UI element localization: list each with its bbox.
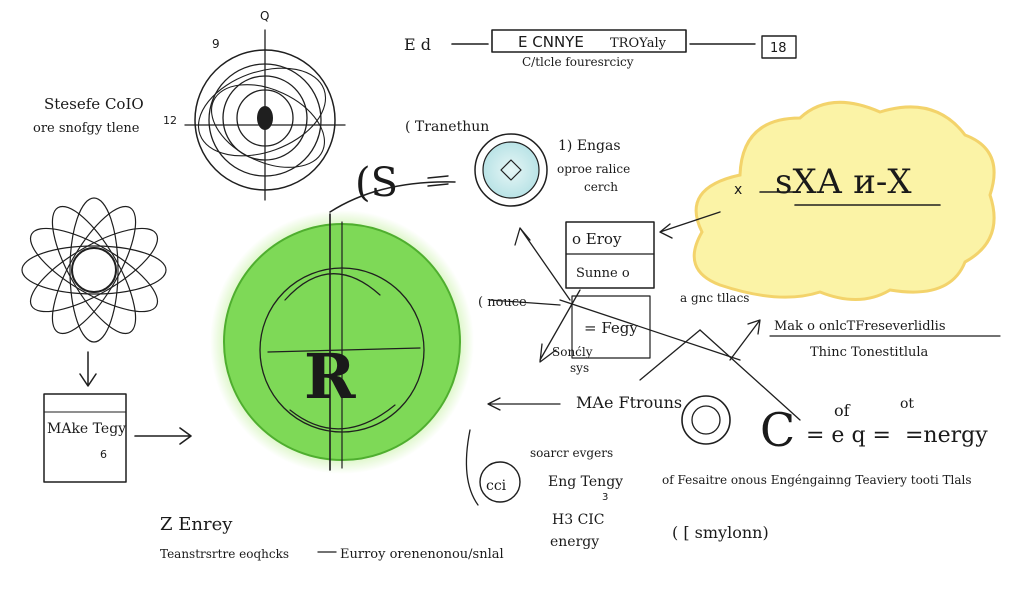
down-arrow-icon bbox=[79, 351, 97, 387]
top-subtitle: C/tlcle fouresrcicy bbox=[522, 55, 634, 69]
top-label-left: E d bbox=[404, 35, 431, 54]
energy-box-eq: = Fegy bbox=[584, 319, 638, 337]
spiral-target: Q 9 12 bbox=[163, 9, 346, 201]
s-symbol: (S bbox=[355, 160, 398, 206]
make-box-sub: 6 bbox=[100, 448, 107, 461]
c-formula: C = e q = =nergy of ot bbox=[681, 395, 988, 457]
make-box: MAke Tegy 6 bbox=[43, 393, 127, 483]
target-label-q: Q bbox=[260, 9, 269, 23]
top-small-box bbox=[761, 35, 797, 59]
energy-box-title: o Eroy bbox=[572, 230, 622, 248]
nouce-label: ( nouce bbox=[478, 295, 527, 310]
right-arrow-icon bbox=[134, 427, 192, 445]
formula-ot: ot bbox=[900, 396, 914, 412]
cloud-arrow-icon bbox=[659, 211, 721, 239]
connector-lines bbox=[465, 227, 801, 506]
diamond-icon bbox=[500, 159, 522, 181]
atom-icon bbox=[21, 197, 167, 343]
soarer-label: soarcr evgers bbox=[530, 446, 613, 460]
formula-energy: =nergy bbox=[905, 423, 988, 448]
top-box bbox=[491, 29, 687, 53]
engas-title: 1) Engas bbox=[558, 138, 621, 154]
hacc-sub: energy bbox=[550, 534, 599, 550]
top-box-text: E CNNYE bbox=[518, 33, 584, 51]
ague-label: a gnc tllacs bbox=[680, 291, 749, 305]
transmission-label: Teanstrsrtre eoqhcks bbox=[160, 547, 289, 561]
energy-tail-label: Eurroy orenenonou/snlal bbox=[340, 547, 504, 562]
left-subtitle: ore snofgy tlene bbox=[33, 121, 140, 136]
top-small-box-text: 18 bbox=[770, 41, 787, 56]
cloud-bubble: x ѕХА и-Х bbox=[692, 100, 996, 302]
hacc-label: H3 CIC bbox=[552, 512, 605, 528]
top-header: E d E CNNYE TROYaly C/tlcle fouresrcicy … bbox=[404, 29, 797, 69]
small-circle-note: cci bbox=[479, 461, 521, 503]
symbol-paren: ( [ smylonn) bbox=[672, 523, 769, 542]
target-label-9: 9 bbox=[212, 37, 220, 51]
big-symbol: R bbox=[304, 340, 356, 413]
curve-arrow bbox=[329, 181, 456, 213]
make-box-label: MAke Tegy bbox=[47, 421, 126, 437]
som-label: Sonćly bbox=[552, 345, 593, 359]
green-energy-circle: R bbox=[210, 210, 474, 474]
mak-sub: Thinc Tonestitlula bbox=[810, 345, 929, 360]
formula-eq: = e q = bbox=[806, 423, 891, 448]
target-center bbox=[257, 106, 273, 130]
energy-box: o Eroy Sunne o = Fegy bbox=[565, 221, 655, 359]
transition-label: ( Tranethun bbox=[405, 119, 489, 135]
left-title: Stesefe CoIO bbox=[44, 95, 144, 113]
engas-sub2: cerch bbox=[584, 180, 618, 194]
circle-note: cci bbox=[486, 478, 507, 494]
cloud-x: x bbox=[734, 182, 742, 198]
formula-of: of bbox=[834, 401, 851, 420]
eng-label: Eng Tengy bbox=[548, 474, 623, 490]
feasible-label: of Fesaitre onous Engéngainng Teaviery t… bbox=[662, 473, 972, 487]
eng-sub: 3 bbox=[602, 492, 608, 503]
engas-sub1: oproe ralice bbox=[557, 162, 630, 176]
zeroy-label: Z Enrey bbox=[160, 514, 233, 535]
make-fraction: MAe Ftrouns bbox=[576, 393, 682, 412]
formula-c: C bbox=[760, 403, 795, 457]
energy-box-sub: Sunne o bbox=[576, 266, 630, 281]
teal-theta-circle bbox=[474, 133, 548, 207]
target-label-12: 12 bbox=[163, 114, 177, 127]
cloud-formula: ѕХА и-Х bbox=[775, 162, 912, 202]
top-box-tail: TROYaly bbox=[610, 36, 667, 51]
mak-title: Mak o onlcTFreseverlidlis bbox=[774, 319, 946, 334]
som-sub: sys bbox=[570, 361, 589, 375]
